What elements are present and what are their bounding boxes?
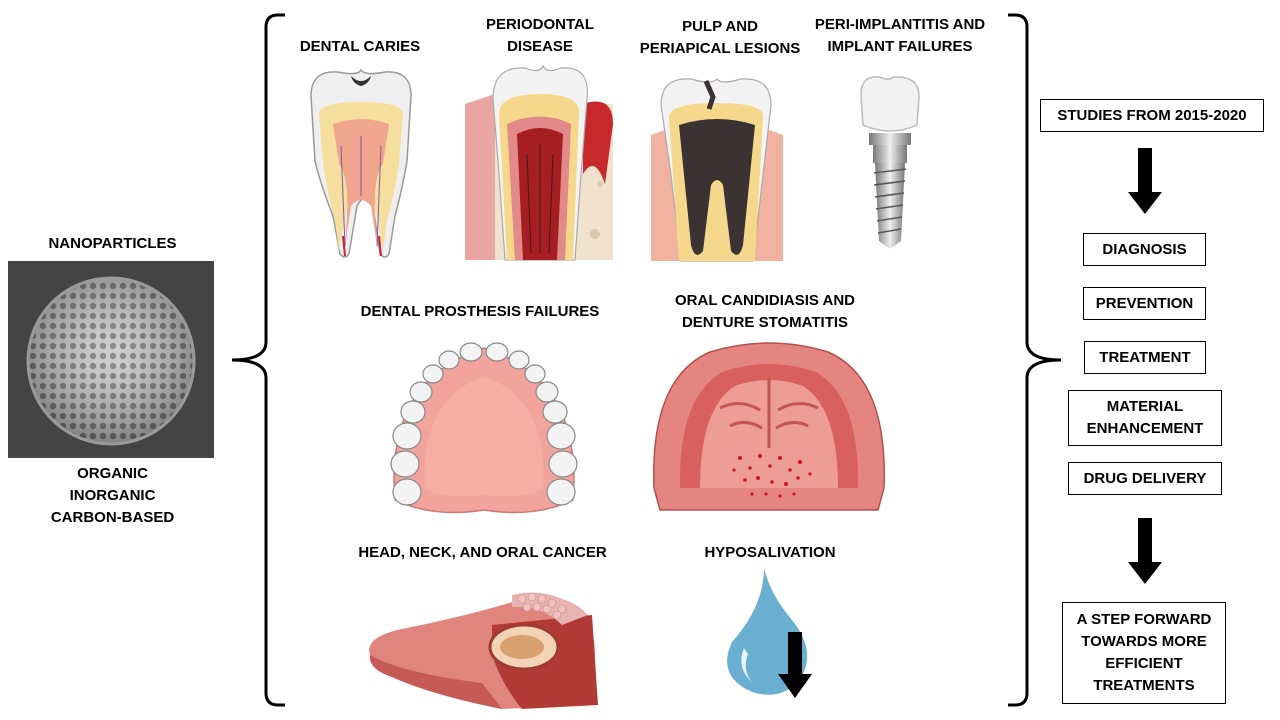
nanoparticle-micrograph [8,261,214,458]
label-pulp-lesions: PULP AND PERIAPICAL LESIONS [639,18,801,57]
down-arrow-icon [1128,148,1162,214]
application-treatment: TREATMENT [1084,341,1206,374]
left-brace [231,13,285,707]
label-oral-cancer: HEAD, NECK, AND ORAL CANCER [358,544,607,561]
type-inorganic: INORGANIC [69,487,156,504]
label-hyposalivation: HYPOSALIVATION [704,544,836,561]
dental-arch-icon [390,342,578,514]
saliva-drop-icon [727,568,812,698]
label-prosthesis-failures: DENTAL PROSTHESIS FAILURES [360,303,600,320]
outcome-box: A STEP FORWARD TOWARDS MORE EFFICIENT TR… [1062,602,1226,704]
application-material-enhancement: MATERIAL ENHANCEMENT [1068,390,1222,446]
label-candidiasis: ORAL CANDIDIASIS AND DENTURE STOMATITIS [674,292,855,331]
pulp-lesion-tooth-icon [651,78,783,262]
application-drug-delivery: DRUG DELIVERY [1068,462,1222,495]
label-dental-caries: DENTAL CARIES [299,38,421,55]
type-carbon-based: CARBON-BASED [50,509,175,526]
studies-box: STUDIES FROM 2015-2020 [1040,99,1264,132]
label-periodontal-disease: PERIODONTAL DISEASE [485,16,595,55]
nanoparticle-types: ORGANIC INORGANIC CARBON-BASED [30,463,195,529]
periodontal-tooth-icon [465,64,613,261]
label-peri-implantitis: PERI-IMPLANTITIS AND IMPLANT FAILURES [814,16,986,55]
nanoparticles-title: NANOPARTICLES [48,235,177,252]
type-organic: ORGANIC [77,465,148,482]
down-arrow-icon [1128,518,1162,584]
application-prevention: PREVENTION [1083,287,1206,320]
right-brace [1008,13,1062,707]
caries-tooth-icon [310,68,412,258]
application-diagnosis: DIAGNOSIS [1083,233,1206,266]
denture-palate-icon [653,342,885,511]
tongue-lesion-icon [369,592,598,709]
implant-icon [860,76,920,249]
